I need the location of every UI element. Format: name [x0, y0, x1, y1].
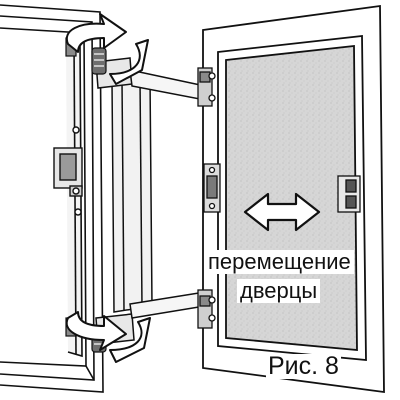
hinge-mounting-bar	[95, 57, 206, 345]
movement-label-line1: перемещение	[205, 250, 354, 274]
double-headed-horizontal-arrow-icon	[243, 192, 321, 232]
movement-label-line2: дверцы	[237, 279, 321, 303]
door-hinges	[197, 67, 216, 329]
curved-rotation-arrow-icon	[65, 13, 151, 363]
door-latch-plate	[203, 163, 361, 213]
wall-frame	[0, 4, 104, 393]
figure-caption: Рис. 8	[266, 352, 341, 380]
latch-mechanism	[53, 126, 83, 216]
